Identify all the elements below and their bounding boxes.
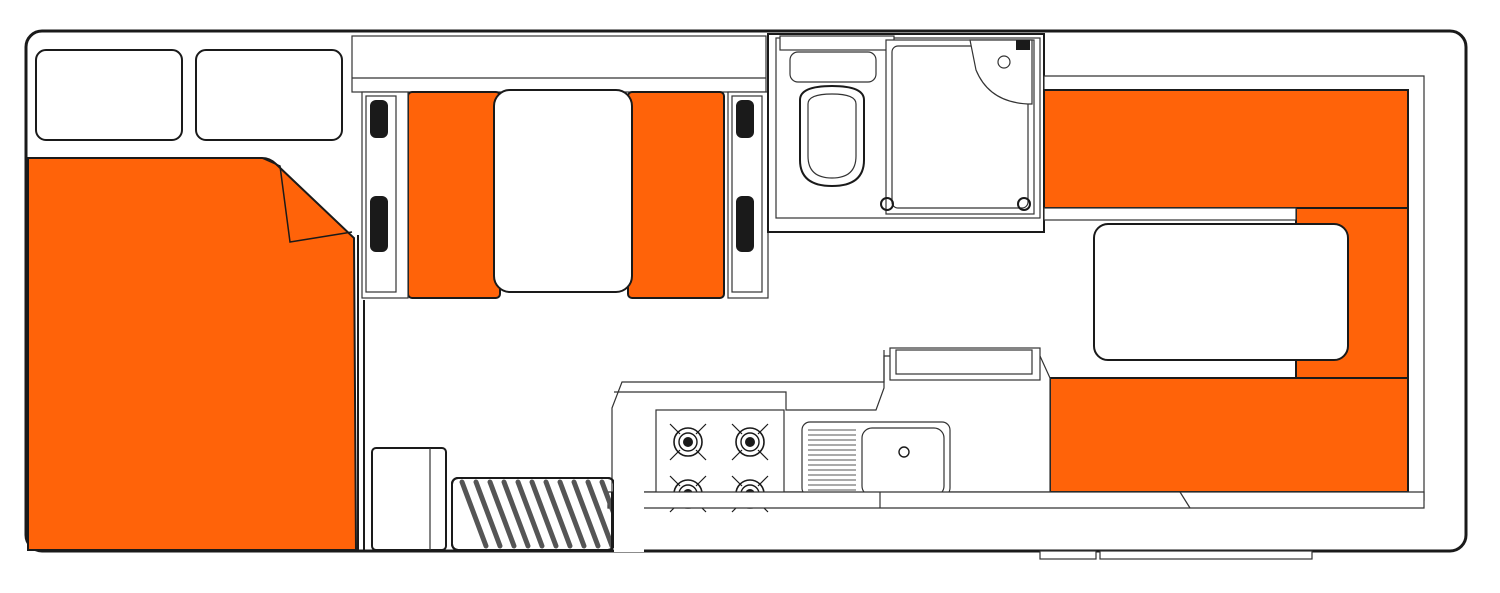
door-mat-icon: [451, 477, 644, 552]
lounge-seat-top: [1043, 89, 1409, 209]
bathroom: [767, 33, 1045, 233]
storage-cabinet: [371, 447, 447, 551]
entry-step: [1039, 550, 1313, 560]
toilet-icon: [779, 35, 895, 188]
seatbelt-buckle: [736, 196, 754, 252]
overhead-cabinet-left: [35, 49, 183, 141]
lounge-table: [1093, 223, 1349, 361]
dinette-table: [493, 89, 633, 293]
overhead-cabinet-right: [195, 49, 343, 141]
dinette: [361, 89, 769, 299]
double-bed: [27, 157, 365, 551]
seatbelt-buckle: [370, 196, 388, 252]
kitchen-counter: [607, 347, 1425, 513]
bed-sheet-fold: [261, 157, 353, 243]
dinette-seat-right: [627, 91, 725, 299]
gas-burner-icon: [731, 423, 769, 461]
lounge-seating: [1043, 89, 1409, 493]
gas-burner-icon: [669, 423, 707, 461]
vehicle-outline: [24, 29, 1468, 553]
upper-wall-cabinet: [351, 35, 767, 93]
dinette-seat-left: [407, 91, 501, 299]
sink-drainer: [808, 429, 856, 491]
lounge-seat-bottom: [1049, 377, 1409, 493]
seatbelt-buckle: [736, 100, 754, 138]
seatbelt-buckle: [370, 100, 388, 138]
sink-icon: [801, 421, 951, 497]
shower-icon: [880, 39, 1035, 215]
